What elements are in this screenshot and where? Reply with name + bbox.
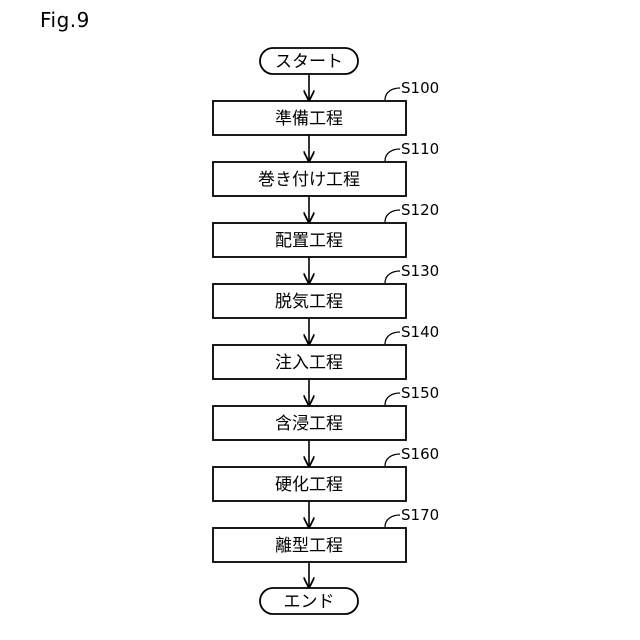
step-id: S170: [401, 506, 439, 524]
process-step: 準備工程 S100: [213, 79, 439, 135]
step-id-leader: [385, 149, 400, 161]
step-id: S120: [401, 201, 439, 219]
process-step: 離型工程 S170: [213, 506, 439, 562]
step-id-leader: [385, 332, 400, 344]
process-step: 脱気工程 S130: [213, 262, 439, 318]
step-id: S100: [401, 79, 439, 97]
process-step: 硬化工程 S160: [213, 445, 439, 501]
process-step-label: 配置工程: [275, 231, 343, 251]
process-step: 注入工程 S140: [213, 323, 439, 379]
end-terminal-label: エンド: [284, 592, 335, 612]
start-terminal-label: スタート: [275, 52, 343, 72]
process-step-label: 硬化工程: [275, 475, 343, 495]
step-id: S150: [401, 384, 439, 402]
step-id-leader: [385, 515, 400, 527]
end-terminal: エンド: [260, 588, 358, 614]
process-step-label: 注入工程: [275, 353, 343, 373]
process-step-label: 脱気工程: [275, 292, 343, 312]
start-terminal: スタート: [260, 48, 358, 74]
process-step: 巻き付け工程 S110: [213, 140, 439, 196]
step-id-leader: [385, 210, 400, 222]
process-step-label: 巻き付け工程: [258, 170, 360, 190]
process-step: 配置工程 S120: [213, 201, 439, 257]
step-id: S110: [401, 140, 439, 158]
step-id: S130: [401, 262, 439, 280]
process-step-label: 準備工程: [275, 109, 343, 129]
step-id-leader: [385, 393, 400, 405]
step-id-leader: [385, 271, 400, 283]
process-step-label: 離型工程: [275, 536, 343, 556]
process-step: 含浸工程 S150: [213, 384, 439, 440]
step-id-leader: [385, 454, 400, 466]
step-id: S160: [401, 445, 439, 463]
step-id: S140: [401, 323, 439, 341]
process-steps: 準備工程 S100 巻き付け工程 S110 配置工程 S120 脱気工程 S130 注入工程 S1…: [213, 79, 439, 562]
step-id-leader: [385, 88, 400, 100]
process-step-label: 含浸工程: [275, 414, 343, 434]
